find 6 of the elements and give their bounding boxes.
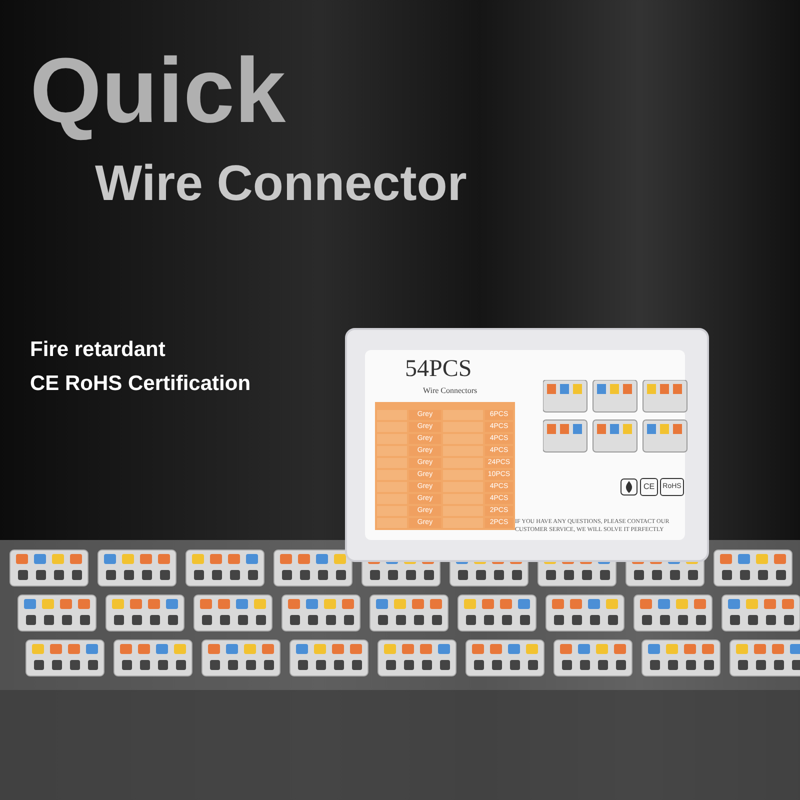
certification-badge: CE bbox=[640, 478, 658, 496]
feature-text: Fire retardant bbox=[30, 338, 166, 362]
product-count: 54PCS bbox=[405, 356, 472, 383]
feature-text: CE RoHS Certification bbox=[30, 372, 251, 396]
product-name: Wire Connectors bbox=[423, 386, 478, 395]
subheadline: Wire Connector bbox=[95, 158, 467, 208]
